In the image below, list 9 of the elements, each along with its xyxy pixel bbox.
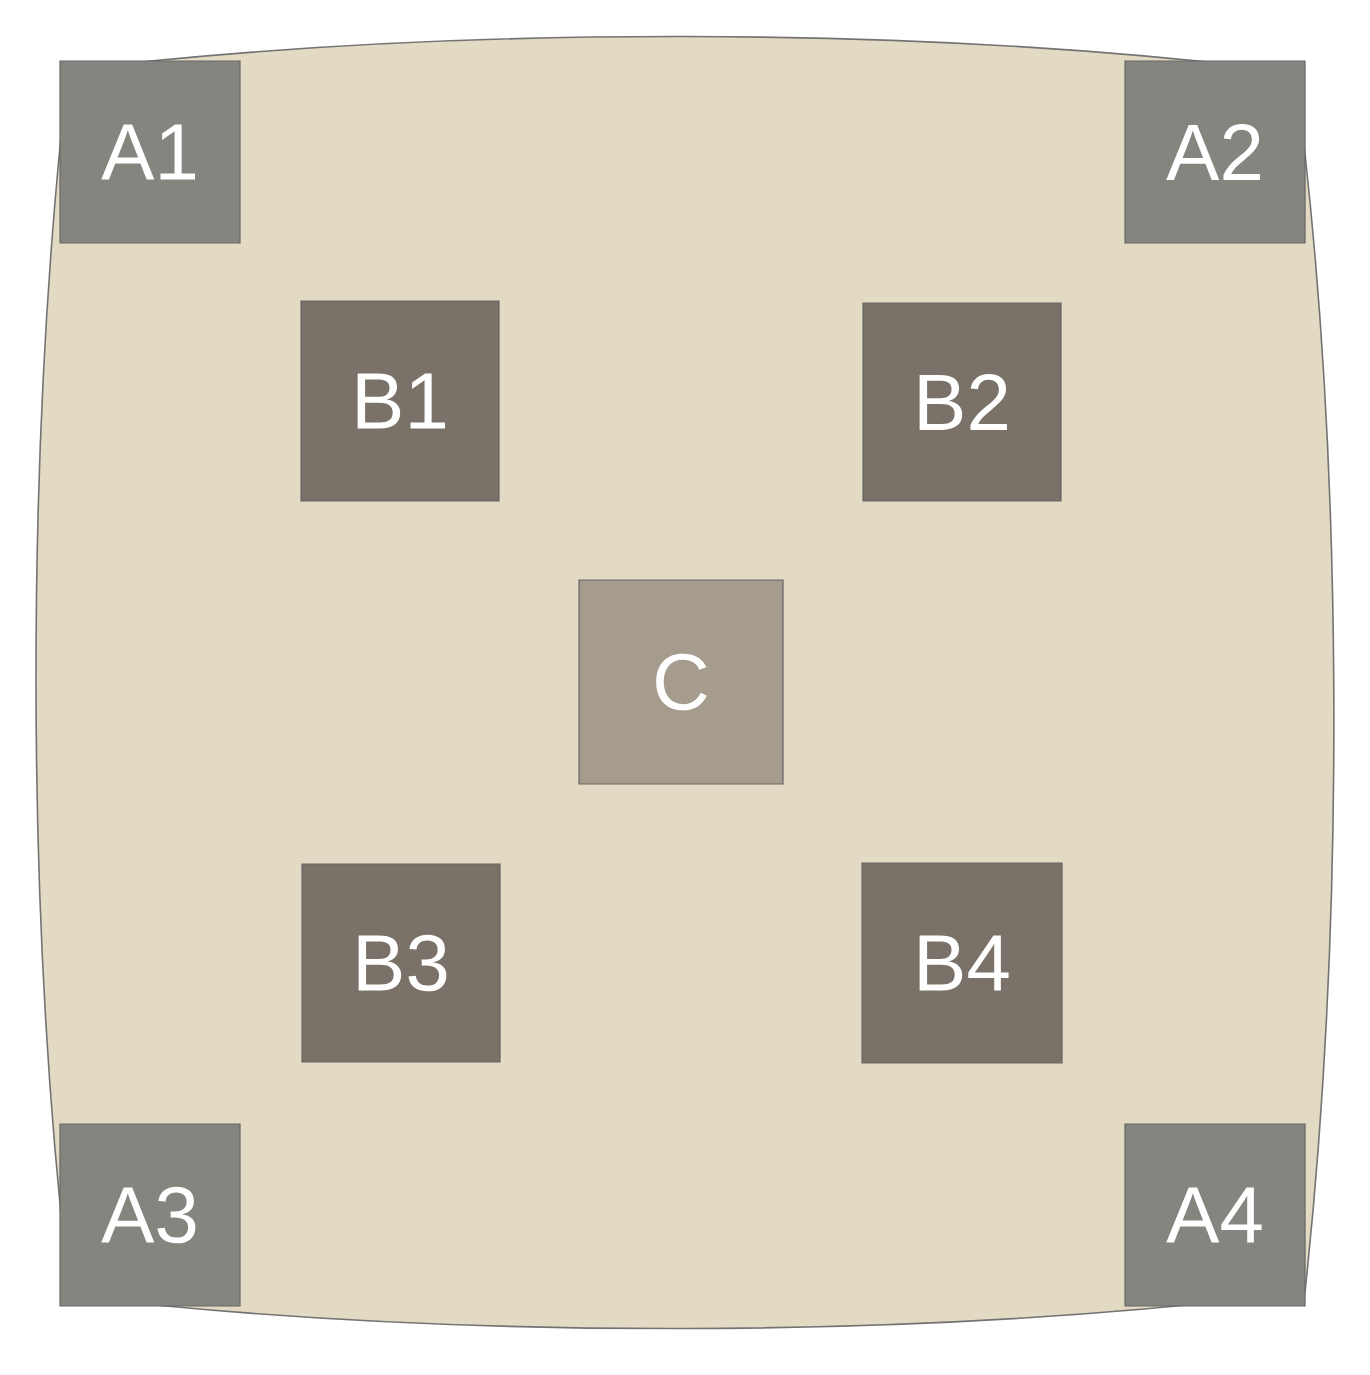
label-box: B4 xyxy=(861,862,1063,1064)
label-box: A4 xyxy=(1124,1123,1306,1307)
label-box: C xyxy=(578,579,784,785)
label-box: B1 xyxy=(300,300,500,502)
label-box: A3 xyxy=(59,1123,241,1307)
label-box: A2 xyxy=(1124,60,1306,244)
label-box: B3 xyxy=(301,863,501,1063)
label-box: A1 xyxy=(59,60,241,244)
label-box: B2 xyxy=(862,302,1062,502)
